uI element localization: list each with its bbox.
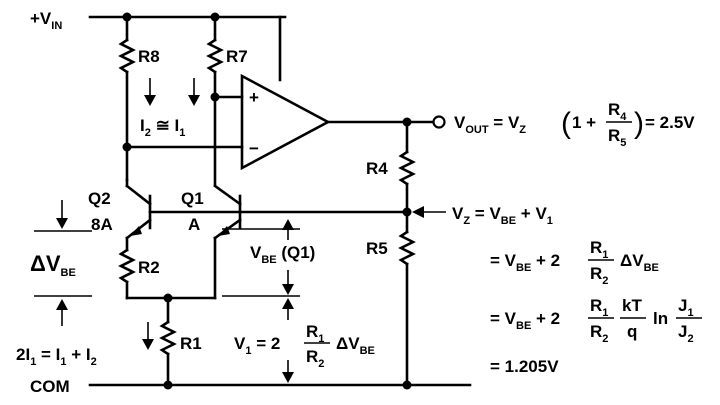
r1-wire	[159, 296, 177, 387]
vz-equation-line2: = VBE + 2 R1 R2 ΔVBE	[490, 238, 659, 287]
com-label: COM	[30, 377, 70, 396]
svg-text:V1 = 2: V1 = 2	[234, 334, 280, 357]
svg-text:q: q	[627, 322, 637, 341]
vout-wire	[326, 115, 446, 129]
svg-text:R5: R5	[608, 126, 626, 149]
q1-area-label: A	[188, 215, 200, 234]
r2-wire	[118, 248, 217, 300]
vin-label: +VIN	[30, 9, 62, 32]
opamp: + −	[125, 73, 331, 171]
svg-text:R2: R2	[306, 347, 324, 370]
vz-equation-line4: = 1.205V	[490, 357, 559, 376]
junction-dot	[210, 92, 220, 102]
svg-text:ΔVBE: ΔVBE	[336, 334, 375, 357]
vz-equation-line3: = VBE + 2 R1 R2 kT q ln J1 J2	[490, 296, 702, 345]
transistor-q2	[125, 178, 152, 252]
q2-label: Q2	[88, 189, 111, 208]
svg-text:kT: kT	[622, 296, 642, 315]
svg-text:VOUT = VZ: VOUT = VZ	[454, 113, 526, 136]
dvbe-label: ΔVBE	[30, 251, 76, 279]
vz-equation-line1: VZ = VBE + V1	[452, 204, 553, 227]
svg-text:VZ = VBE + V1: VZ = VBE + V1	[452, 204, 553, 227]
svg-text:(: (	[561, 107, 571, 140]
svg-text:1 +: 1 +	[572, 113, 596, 132]
svg-text:): )	[634, 107, 644, 140]
q2-area-label: 8A	[91, 215, 113, 234]
sum-current-label: 2I1 = I1 + I2	[16, 345, 97, 368]
current-arrow-r1	[142, 322, 154, 350]
junction-dot	[402, 380, 412, 390]
current-arrow-r7	[188, 78, 200, 106]
svg-text:R1: R1	[306, 322, 324, 345]
r2-label: R2	[138, 258, 160, 277]
q1-label: Q1	[181, 189, 204, 208]
junction-dot	[163, 380, 173, 390]
vbe-q1-label: VBE (Q1)	[250, 243, 315, 266]
svg-text:ln: ln	[653, 309, 668, 328]
svg-text:R4: R4	[608, 100, 627, 123]
opamp-minus-sign: −	[249, 139, 259, 158]
svg-text:= VBE + 2: = VBE + 2	[490, 309, 560, 332]
svg-text:R1: R1	[590, 238, 608, 261]
svg-text:= VBE + 2: = VBE + 2	[490, 251, 560, 274]
vbe-v1-markers	[222, 219, 300, 383]
svg-text:J2: J2	[678, 322, 694, 345]
r4-r5-divider-wire	[398, 120, 416, 387]
opamp-plus-sign: +	[249, 88, 259, 107]
r8-branch-wire	[118, 15, 136, 182]
svg-text:R1: R1	[590, 296, 608, 319]
v1-equation: V1 = 2 R1 R2 ΔVBE	[234, 322, 375, 370]
r4-label: R4	[366, 159, 388, 178]
current-arrow-r8	[144, 78, 156, 106]
current-equality-label: I2 ≅ I1	[140, 116, 185, 139]
junction-dot	[122, 12, 132, 22]
svg-text:= 2.5V: = 2.5V	[645, 113, 695, 132]
svg-text:R2: R2	[590, 264, 608, 287]
r8-label: R8	[138, 47, 160, 66]
junction-dot	[210, 12, 220, 22]
svg-text:R2: R2	[590, 322, 608, 345]
svg-text:ΔVBE: ΔVBE	[620, 251, 659, 274]
svg-text:J1: J1	[678, 296, 694, 319]
vz-arrow	[412, 206, 446, 218]
r7-label: R7	[226, 47, 248, 66]
dvbe-markers	[34, 200, 92, 326]
vout-equation: VOUT = VZ ( 1 + R4 R5 ) = 2.5V	[454, 100, 695, 149]
r5-label: R5	[366, 239, 388, 258]
r1-label: R1	[180, 334, 202, 353]
transistor-q1	[213, 184, 242, 300]
